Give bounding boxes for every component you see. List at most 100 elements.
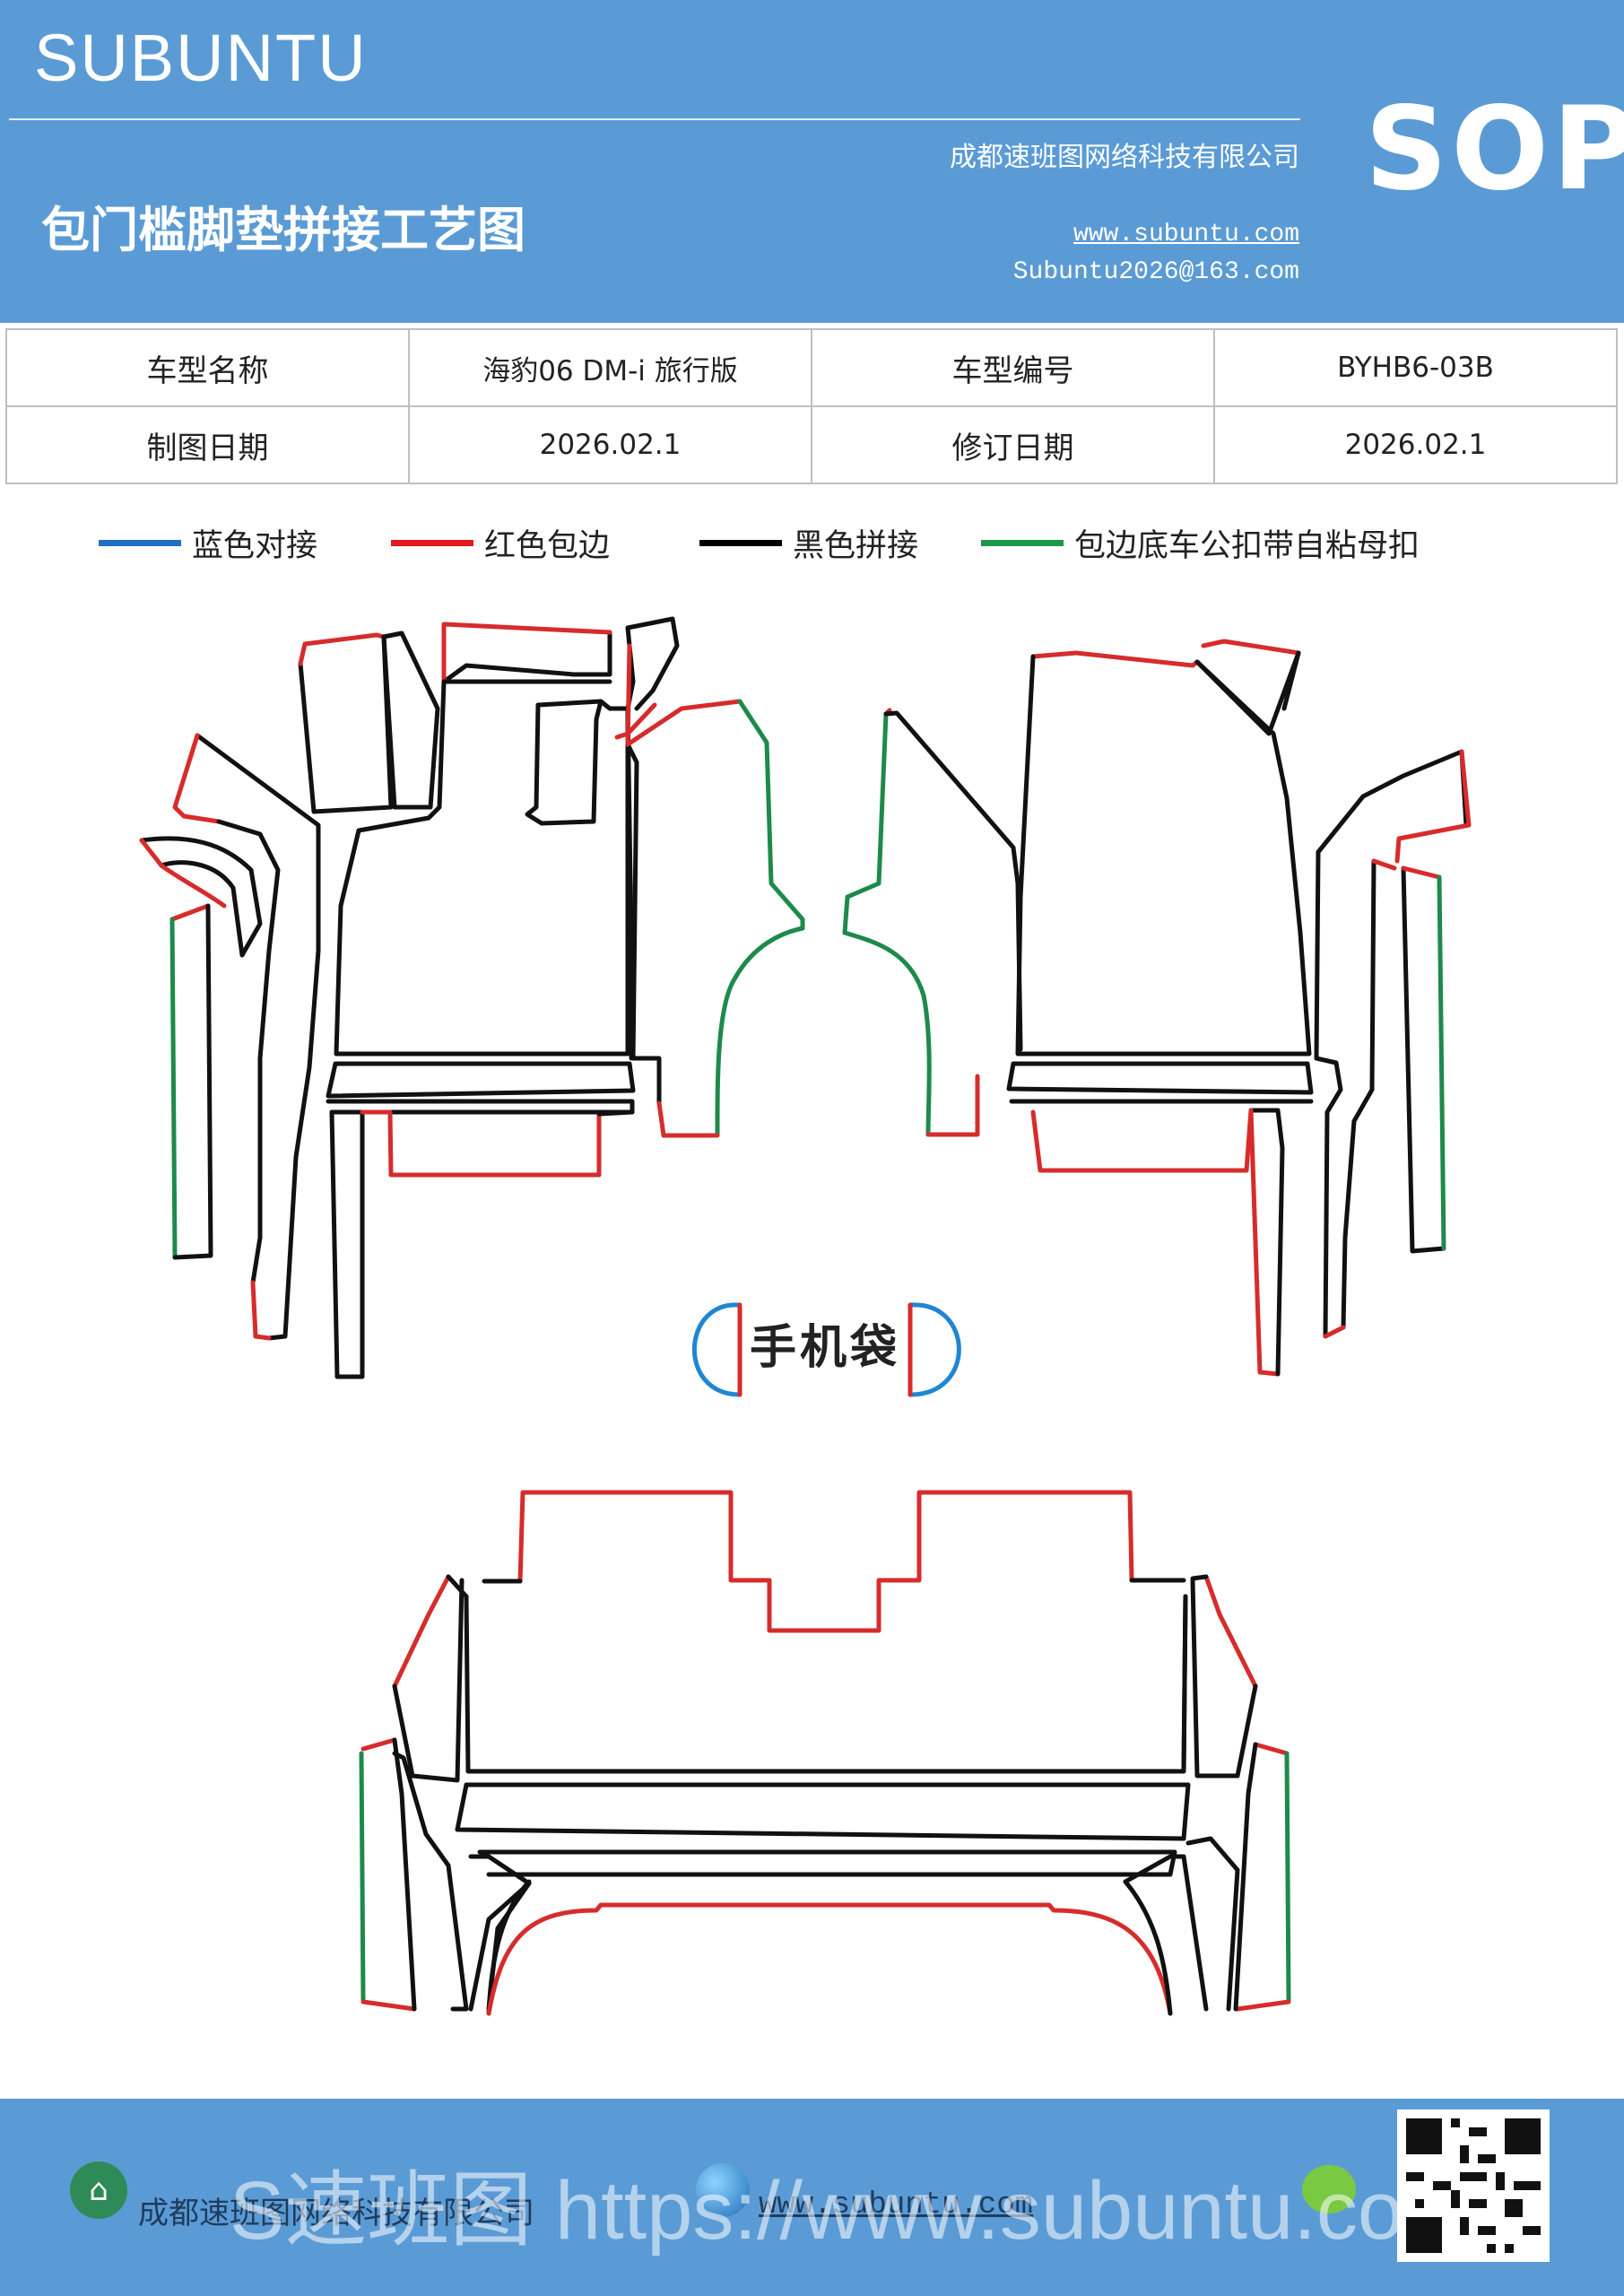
mat-edge-red [925, 1074, 980, 1137]
mat-piece [326, 1061, 636, 1099]
label-draw-date: 制图日期 [5, 405, 410, 484]
mat-edge-green [715, 699, 805, 1135]
mat-edge-red [517, 1490, 1134, 1633]
mat-piece [1275, 1145, 1285, 1377]
mat-piece [381, 631, 440, 810]
footer-company-name: 成都速班图网络科技有限公司 [138, 2196, 534, 2231]
legend-label: 蓝色对接 [192, 528, 318, 564]
footer-website-link[interactable]: www.subuntu.com [759, 2188, 1034, 2222]
mat-piece [1015, 654, 1312, 1057]
rear-mat-group [359, 1490, 1291, 2016]
mat-piece [392, 1574, 469, 1783]
globe-icon [696, 2163, 750, 2217]
mat-piece [334, 679, 630, 1057]
mat-edge-green [359, 1751, 366, 2003]
mat-edge-green [1284, 1751, 1291, 2003]
legend-swatch-blue [99, 540, 181, 546]
mat-piece [464, 1578, 1188, 1774]
mat-piece [1194, 650, 1301, 736]
mat-edge-red [1323, 1325, 1346, 1339]
value-model-name: 海豹06 DM-i 旅行版 [408, 328, 812, 407]
mat-edge-red [1030, 650, 1200, 668]
mat-edge-red [139, 838, 227, 909]
mat-piece [1341, 858, 1376, 1330]
table-row: 制图日期 2026.02.1 修订日期 2026.02.1 [5, 405, 1618, 484]
legend-item-red: 红色包边 [391, 520, 610, 566]
mat-piece [525, 699, 604, 826]
mat-piece [477, 1849, 1177, 1877]
phone-pocket-group: 手机袋 [691, 1302, 961, 1397]
footer-watermark: S速班图 https://www.subuntu.com [230, 2165, 1472, 2257]
pocket-edge-blue [908, 1302, 961, 1397]
mat-edge-green [169, 917, 178, 1258]
center-right-mat-group [842, 708, 1023, 1137]
legend-swatch-green [981, 540, 1064, 546]
mat-piece [596, 1109, 635, 1117]
pocket-edge-blue [691, 1302, 743, 1397]
mat-edge-red [1235, 1999, 1291, 2012]
header-email[interactable]: Subuntu2026@163.com [1012, 258, 1299, 286]
mat-edge-red [360, 1737, 397, 1752]
mat-piece [1316, 749, 1469, 855]
mat-piece [1314, 849, 1343, 1339]
legend-item-blue: 蓝色对接 [99, 520, 317, 566]
mat-edge-red [360, 1109, 602, 1178]
legend-label: 红色包边 [484, 528, 611, 564]
brand-logo-text: SUBUNTU [34, 21, 368, 95]
qr-code-icon [1397, 2109, 1550, 2262]
vehicle-info-table: 车型名称 海豹06 DM-i 旅行版 车型编号 BYHB6-03B 制图日期 2… [5, 328, 1618, 484]
page-header [0, 0, 1624, 323]
header-company-name: 成都速班图网络科技有限公司 [950, 142, 1299, 173]
right-front-mat-group [1006, 639, 1472, 1377]
mat-piece [329, 1109, 365, 1379]
label-model-code: 车型编号 [811, 328, 1215, 407]
mat-piece [1123, 1879, 1173, 2016]
phone-pocket-label: 手机袋 [750, 1321, 900, 1375]
mat-piece [441, 630, 612, 684]
legend-swatch-black [699, 540, 782, 546]
mat-edge-red [169, 903, 211, 922]
legend-item-black: 黑色拼接 [699, 520, 918, 566]
mat-piece [1185, 1836, 1240, 2012]
center-left-mat-group [614, 616, 805, 1135]
mat-edge-red [172, 733, 221, 824]
mat-piece [195, 733, 321, 1341]
mat-piece [625, 742, 634, 1061]
mat-piece [486, 1879, 532, 2016]
company-building-icon: ⌂ [70, 2161, 127, 2219]
mat-edge-green [842, 711, 932, 1137]
mat-edge-red [1401, 865, 1442, 880]
mat-piece [392, 1751, 469, 2012]
mat-edge-red [1248, 1108, 1281, 1377]
value-model-code: BYHB6-03B [1213, 328, 1618, 407]
mat-edge-red [1371, 858, 1397, 871]
color-legend: 蓝色对接 红色包边 黑色拼接 包边底车公扣带自粘母扣 [0, 520, 1624, 574]
mat-edge-red [392, 1574, 451, 1689]
mat-piece [392, 1737, 417, 2012]
mat-piece [216, 819, 281, 1285]
sop-badge: SOP [1365, 83, 1624, 216]
mat-edge-red [441, 622, 612, 684]
mat-edge-red [1201, 639, 1301, 656]
mat-piece [625, 742, 639, 1061]
legend-swatch-red [391, 540, 473, 546]
label-revision-date: 修订日期 [811, 405, 1215, 484]
mat-edge-red [1394, 749, 1472, 864]
mat-piece [1248, 1108, 1285, 1151]
mat-piece [139, 836, 263, 958]
mat-piece [1006, 1061, 1314, 1095]
header-website-link[interactable]: www.subuntu.com [1073, 221, 1299, 248]
mat-edge-red [486, 1902, 1173, 2016]
header-divider [9, 118, 1300, 120]
table-row: 车型名称 海豹06 DM-i 旅行版 车型编号 BYHB6-03B [5, 328, 1618, 407]
legend-item-green: 包边底车公扣带自粘母扣 [981, 520, 1420, 566]
wechat-icon [1302, 2165, 1356, 2213]
mat-piece [1181, 1594, 1188, 1774]
mat-piece [883, 710, 1020, 886]
mat-piece [625, 616, 680, 711]
mat-edge-red [1253, 1742, 1290, 1756]
qr-code-image[interactable] [1397, 2109, 1550, 2262]
mat-piece [172, 903, 213, 1260]
mat-piece [298, 634, 394, 814]
mat-piece [1190, 1574, 1258, 1779]
